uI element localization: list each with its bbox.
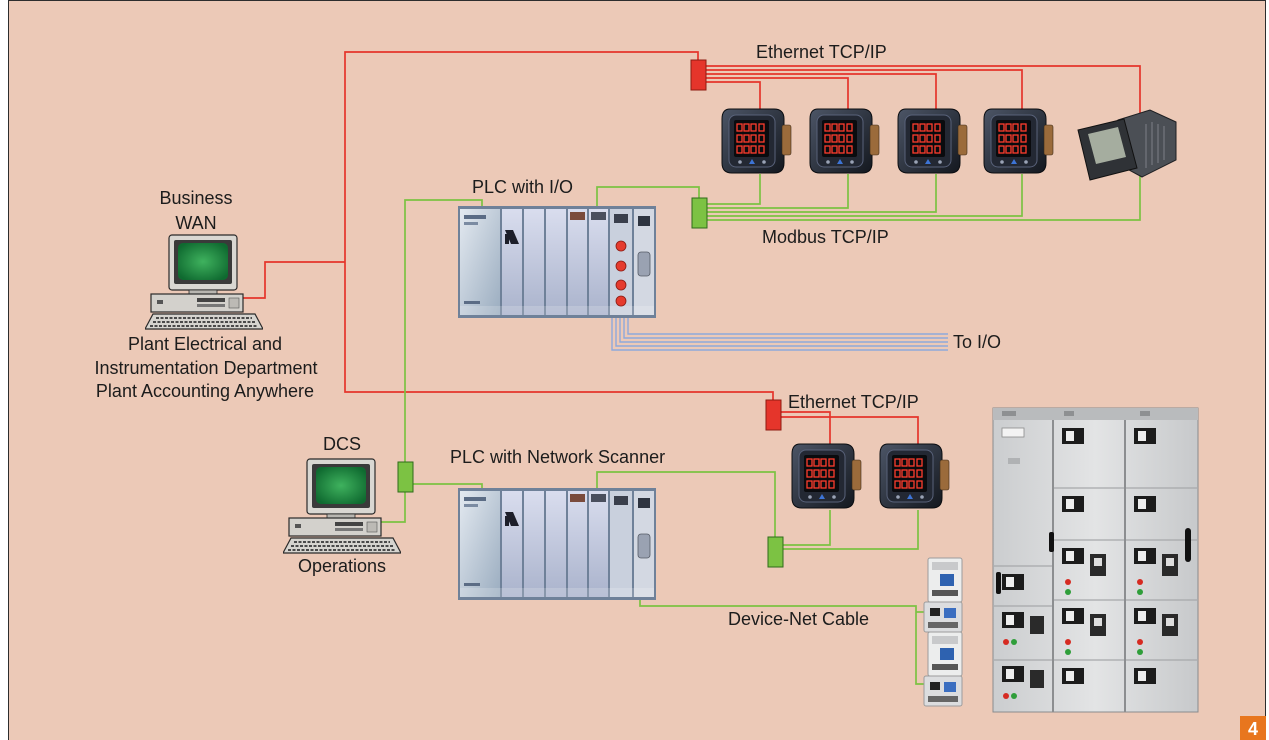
modbus-drop-terminal [707,176,1141,221]
ethernet-drop-meter-1 [706,81,761,109]
modbus-switch-icon [691,197,708,229]
plc-scanner-rack-icon [458,488,656,600]
modbus-drop-meter-3 [707,174,937,213]
ethernet-drop-meter-4 [706,69,1023,109]
dcs-scanner-link [413,483,483,488]
mcc-starters [1030,554,1178,688]
plant-label-line-3: Plant Accounting Anywhere [96,381,314,401]
ethernet-switch-icon [690,59,707,91]
ethernet-drop-meter-2 [706,77,849,109]
ethernet-drop-meter-5 [781,411,831,444]
business-label: Business [159,188,232,208]
modbus-switch-icon [767,536,784,568]
io-wire [627,318,948,335]
io-wire [619,318,948,343]
modbus-drop-meter-2 [707,174,849,209]
plant-label-line-1: Plant Electrical and [128,334,282,354]
modbus-drop-meter-6 [783,510,919,550]
scanner-modbus-link [596,471,776,537]
mcc-breakers [1002,428,1156,684]
ethernet-backbone [344,51,774,400]
io-wiring [611,318,948,351]
ethernet-cabling [243,51,1141,444]
device-net-label: Device-Net Cable [728,609,869,629]
modbus-label: Modbus TCP/IP [762,227,889,247]
mcc-pilot-lights [1003,579,1143,699]
ethernet-drop-meter-6 [781,416,919,444]
wan-label: WAN [175,213,216,233]
dcs-plc-link [381,199,483,523]
operations-label: Operations [298,556,386,576]
plant-label-line-2: Instrumentation Department [94,358,317,378]
diagram-frame [8,0,1266,740]
ethernet-switch-icon [765,399,782,431]
io-wire [615,318,948,347]
to-io-label: To I/O [953,332,1001,352]
dcs-label: DCS [323,434,361,454]
contactor-icon [923,631,963,707]
power-meter-icon [721,108,792,174]
io-wire [623,318,948,339]
modbus-cabling [381,174,1141,685]
io-wire [611,318,948,351]
mcc-door-handles [996,528,1191,594]
power-meter-icon [983,108,1054,174]
ethernet-drop-meter-3 [706,73,937,109]
device-net-cable [639,600,926,685]
display-terminal-icon [1077,109,1177,181]
ethernet-top-label: Ethernet TCP/IP [756,42,887,62]
ethernet-drop-terminal [706,65,1141,113]
plc-io-modbus-link [596,186,700,206]
power-meter-icon [791,443,862,509]
modbus-drop-meter-5 [783,510,831,546]
modbus-drop-meter-4 [707,174,1023,217]
power-meter-icon [879,443,950,509]
power-meter-icon [809,108,880,174]
ethernet-bottom-label: Ethernet TCP/IP [788,392,919,412]
plc-io-label: PLC with I/O [472,177,573,197]
figure-number-badge [1240,716,1266,740]
modbus-drop-meter-1 [707,174,761,205]
contactor-icon [923,557,963,633]
dcs-switch-icon [397,461,414,493]
business-wan-link [243,261,345,299]
power-meter-icon [897,108,968,174]
plc-io-indicators [615,240,627,307]
motor-control-center-icon [992,407,1199,713]
plc-scanner-label: PLC with Network Scanner [450,447,665,467]
figure-number: 4 [1248,719,1258,739]
